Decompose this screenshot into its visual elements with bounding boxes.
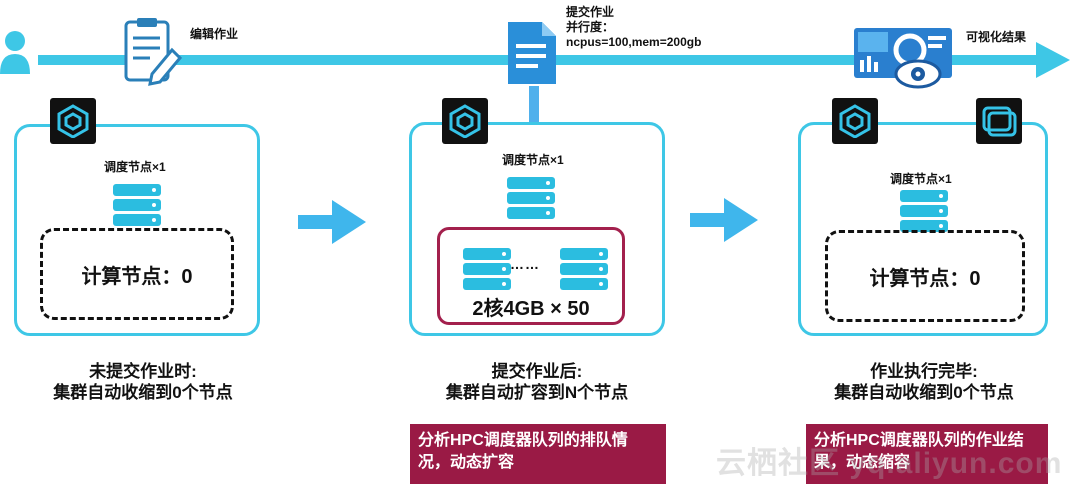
scheduler-server-icon-right	[900, 190, 948, 235]
visualize-result-label: 可视化结果	[966, 30, 1027, 44]
compute-spec-label: 2核4GB × 50	[472, 298, 590, 320]
compute-server-icon-2	[560, 248, 608, 293]
parallel-label: 并行度：	[566, 20, 615, 34]
caption-complete-desc: 集群自动收缩到0个节点	[834, 383, 1014, 402]
user-icon	[0, 31, 30, 74]
scheduler-node-label-right: 调度节点×1	[890, 172, 952, 186]
scheduler-logo-middle	[442, 98, 488, 144]
compute-server-icon-1	[463, 248, 511, 293]
clipboard-edit-icon	[124, 18, 183, 86]
caption-before-submit: 未提交作业时: 集群自动收缩到0个节点	[20, 361, 266, 403]
cube-icon	[57, 104, 89, 138]
caption-after-complete: 作业执行完毕: 集群自动收缩到0个节点	[796, 361, 1052, 403]
flow-arrow-2	[690, 198, 758, 242]
dashboard-visualization-icon	[854, 28, 952, 89]
compute-nodes-box-middle	[437, 227, 625, 325]
cloud-stack-icon	[982, 106, 1017, 137]
scheduler-server-icon-left	[113, 184, 161, 229]
scale-out-note: 分析HPC调度器队列的排队情况，动态扩容	[410, 424, 666, 484]
scheduler-node-label-left: 调度节点×1	[104, 160, 166, 174]
caption-after-title: 提交作业后:	[491, 362, 583, 381]
compute-nodes-box-right: 计算节点：0	[825, 230, 1025, 322]
cloud-logo-right	[976, 98, 1022, 144]
caption-after-submit: 提交作业后: 集群自动扩容到N个节点	[404, 361, 670, 403]
cube-icon	[839, 104, 871, 138]
edit-job-label: 编辑作业	[190, 27, 239, 41]
scheduler-server-icon-middle	[507, 177, 555, 222]
scale-in-note: 分析HPC调度器队列的作业结果，动态缩容	[806, 424, 1048, 484]
caption-before-desc: 集群自动收缩到0个节点	[53, 383, 233, 402]
flow-arrow-1	[298, 200, 366, 244]
compute-node-count-right: 计算节点：0	[869, 267, 981, 290]
caption-complete-title: 作业执行完毕:	[870, 362, 978, 381]
scheduler-logo-right	[832, 98, 878, 144]
compute-nodes-box-left: 计算节点：0	[40, 228, 234, 320]
caption-after-desc: 集群自动扩容到N个节点	[445, 383, 629, 402]
cube-icon	[449, 104, 481, 138]
resource-spec: ncpus=100,mem=200gb	[566, 35, 702, 49]
ellipsis-dots: ……	[510, 256, 540, 272]
document-icon	[508, 22, 556, 84]
scheduler-node-label-middle: 调度节点×1	[502, 153, 564, 167]
caption-before-title: 未提交作业时:	[89, 362, 197, 381]
watermark: 云栖社区 yq.aliyun.com	[716, 447, 1063, 480]
compute-node-count-left: 计算节点：0	[81, 265, 193, 288]
submit-job-title: 提交作业	[566, 5, 615, 19]
scheduler-logo-left	[50, 98, 96, 144]
